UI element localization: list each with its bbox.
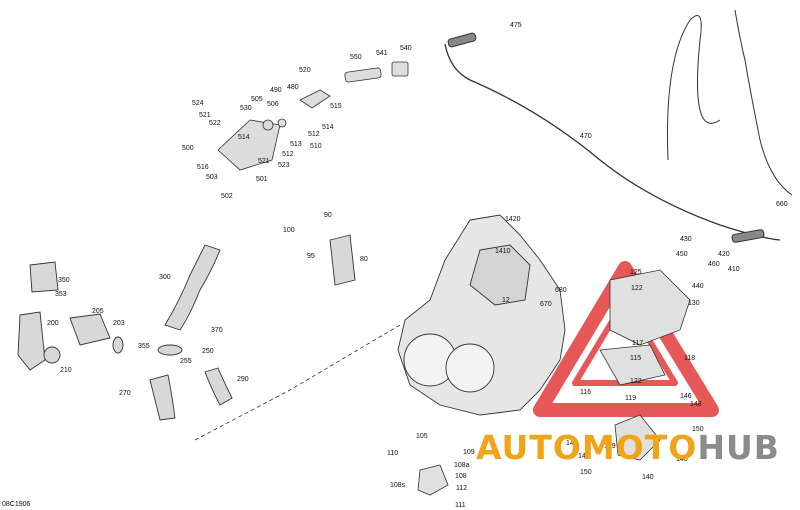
cable-upper [734,9,793,196]
label-440: 440 [692,283,704,290]
label-516: 516 [197,164,209,171]
intake-ducts [17,234,356,421]
label-146a: 146 [680,393,692,400]
label-118: 118 [684,355,696,362]
dash-line [194,324,401,441]
label-146b: 146 [578,453,590,460]
label-501: 501 [256,176,268,183]
cable-end [731,229,765,243]
label-90: 90 [324,212,332,219]
label-300: 300 [159,274,171,281]
label-523: 523 [278,162,290,169]
label-119: 119 [625,395,637,402]
watermark-text-automoto: AUTOMOTO [476,428,698,467]
throttle-cable [444,43,781,241]
cable-loop [666,15,721,161]
label-514a: 514 [322,124,334,131]
label-105: 105 [416,433,428,440]
diagram-code: 08C1906 [2,501,31,508]
label-122a: 122 [631,285,643,292]
label-116: 116 [580,389,592,396]
label-522: 522 [209,120,221,127]
label-460: 460 [708,261,720,268]
label-270: 270 [119,390,131,397]
label-122b: 122 [630,378,642,385]
watermark-logo: AUTOMOTOHUB [476,428,780,467]
label-210: 210 [60,367,72,374]
label-475: 475 [510,22,522,29]
label-205: 205 [92,308,104,315]
label-150b: 150 [580,469,592,476]
label-505: 505 [251,96,263,103]
engine-block [397,214,566,416]
label-510: 510 [310,143,322,150]
label-521: 521 [199,112,211,119]
label-1410: 1410 [495,248,511,255]
label-115: 115 [630,355,642,362]
label-515: 515 [330,103,342,110]
label-550: 550 [350,54,362,61]
label-370: 370 [211,327,223,334]
label-420: 420 [718,251,730,258]
label-503: 503 [206,174,218,181]
label-410: 410 [728,266,740,273]
label-109: 109 [463,449,475,456]
label-470: 470 [580,133,592,140]
label-355: 355 [138,343,150,350]
label-500: 500 [182,145,194,152]
throttle-assembly [217,61,409,171]
label-149: 149 [604,443,616,450]
label-117: 117 [632,340,644,347]
label-512b: 512 [282,151,294,158]
label-520: 520 [299,67,311,74]
label-108s: 108s [390,482,406,489]
label-506: 506 [267,101,279,108]
label-450: 450 [676,251,688,258]
label-353: 353 [55,291,67,298]
label-146c: 146 [676,456,688,463]
label-670: 670 [540,301,552,308]
label-490: 490 [270,87,282,94]
label-108a: 108a [454,462,470,469]
label-521b: 521 [258,158,270,165]
label-540: 540 [400,45,412,52]
label-680: 680 [555,287,567,294]
label-80: 80 [360,256,368,263]
label-290: 290 [237,376,249,383]
label-140: 140 [642,474,654,481]
label-200: 200 [47,320,59,327]
label-111: 111 [455,502,466,509]
label-112: 112 [456,485,468,492]
label-100: 100 [283,227,295,234]
label-95: 95 [307,253,315,260]
label-430: 430 [680,236,692,243]
label-250: 250 [202,348,214,355]
label-502: 502 [221,193,233,200]
label-514b: 514 [238,134,250,141]
label-350: 350 [58,277,70,284]
label-541: 541 [376,50,388,57]
label-148a: 148 [690,401,702,408]
label-255: 255 [180,358,192,365]
label-524: 524 [192,100,204,107]
label-513: 513 [290,141,302,148]
label-150: 150 [692,426,704,433]
rear-bracket [417,269,691,496]
watermark-text-hub: HUB [697,428,780,467]
label-12: 12 [502,297,510,304]
label-110: 110 [387,450,399,457]
label-125: 125 [630,269,642,276]
cable-adjuster [447,32,477,48]
label-148b: 148 [566,440,578,447]
label-1420: 1420 [505,216,521,223]
label-130: 130 [688,300,700,307]
label-512a: 512 [308,131,320,138]
label-480: 480 [287,84,299,91]
label-108: 108 [455,473,467,480]
label-203: 203 [113,320,125,327]
label-660: 660 [776,201,788,208]
label-530: 530 [240,105,252,112]
